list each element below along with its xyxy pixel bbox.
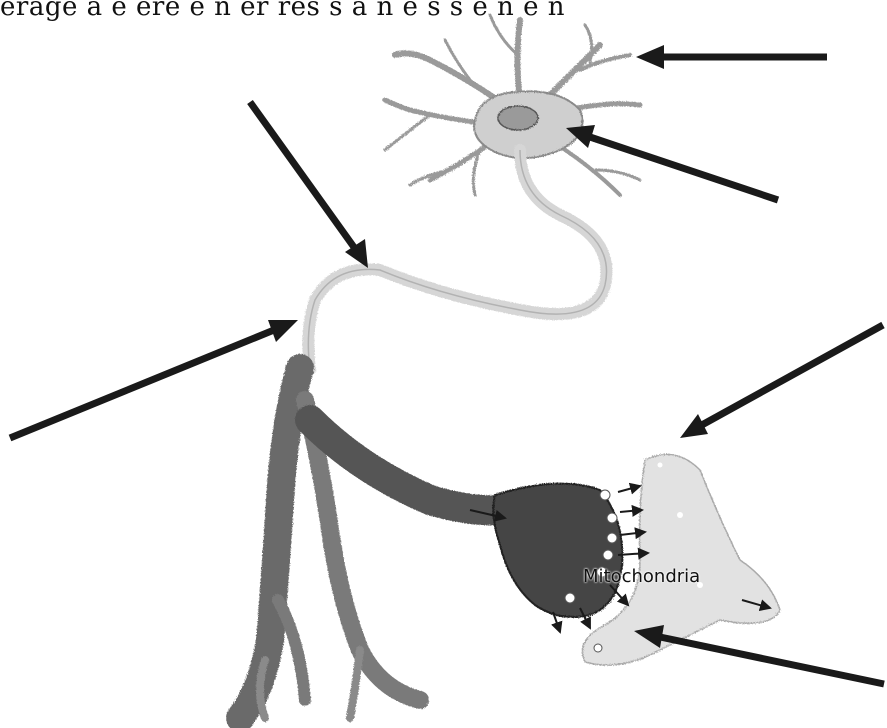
nucleus xyxy=(498,106,538,130)
label-arrow-head xyxy=(268,320,298,342)
vesicle-dot xyxy=(607,533,617,543)
axon xyxy=(308,150,606,370)
vesicle-dot xyxy=(600,490,610,500)
axon-terminal-branches xyxy=(240,368,500,718)
label-arrow xyxy=(250,102,356,250)
release-arrow xyxy=(618,486,640,492)
vesicle-dot xyxy=(607,513,617,523)
presynaptic-terminal xyxy=(493,484,622,617)
label-arrow xyxy=(10,330,274,438)
label-arrow xyxy=(700,325,883,426)
vesicle-dot xyxy=(565,593,575,603)
vesicle-dot xyxy=(603,550,613,560)
label-arrow-head xyxy=(680,414,708,438)
label-arrow-head xyxy=(636,45,664,69)
label-arrow xyxy=(660,637,884,684)
release-arrow xyxy=(620,510,642,512)
vesicle-dot xyxy=(594,644,602,652)
mitochondria-label: Mitochondria xyxy=(583,566,700,587)
